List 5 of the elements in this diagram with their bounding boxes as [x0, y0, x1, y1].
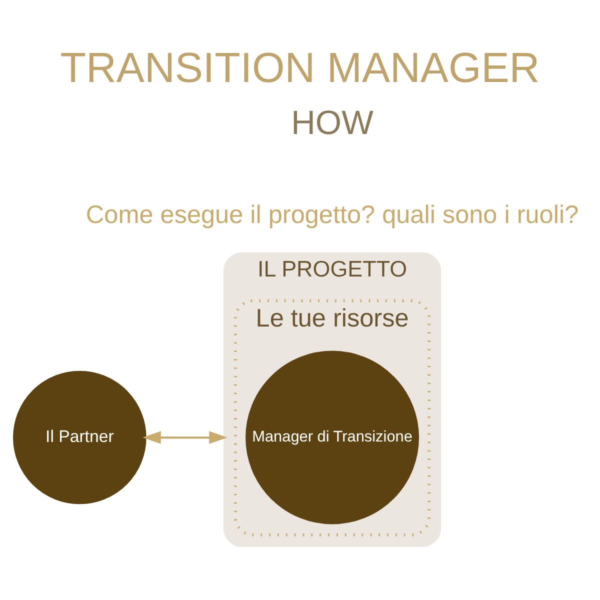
node-circle: Manager di Transizione	[246, 350, 420, 524]
label: HOW	[291, 105, 374, 142]
node-circle: Il Partner	[13, 370, 146, 504]
diagram-title: TRANSITION MANAGER	[60, 44, 540, 91]
label: Come esegue il progetto? quali sono i ruoli?	[86, 200, 579, 229]
